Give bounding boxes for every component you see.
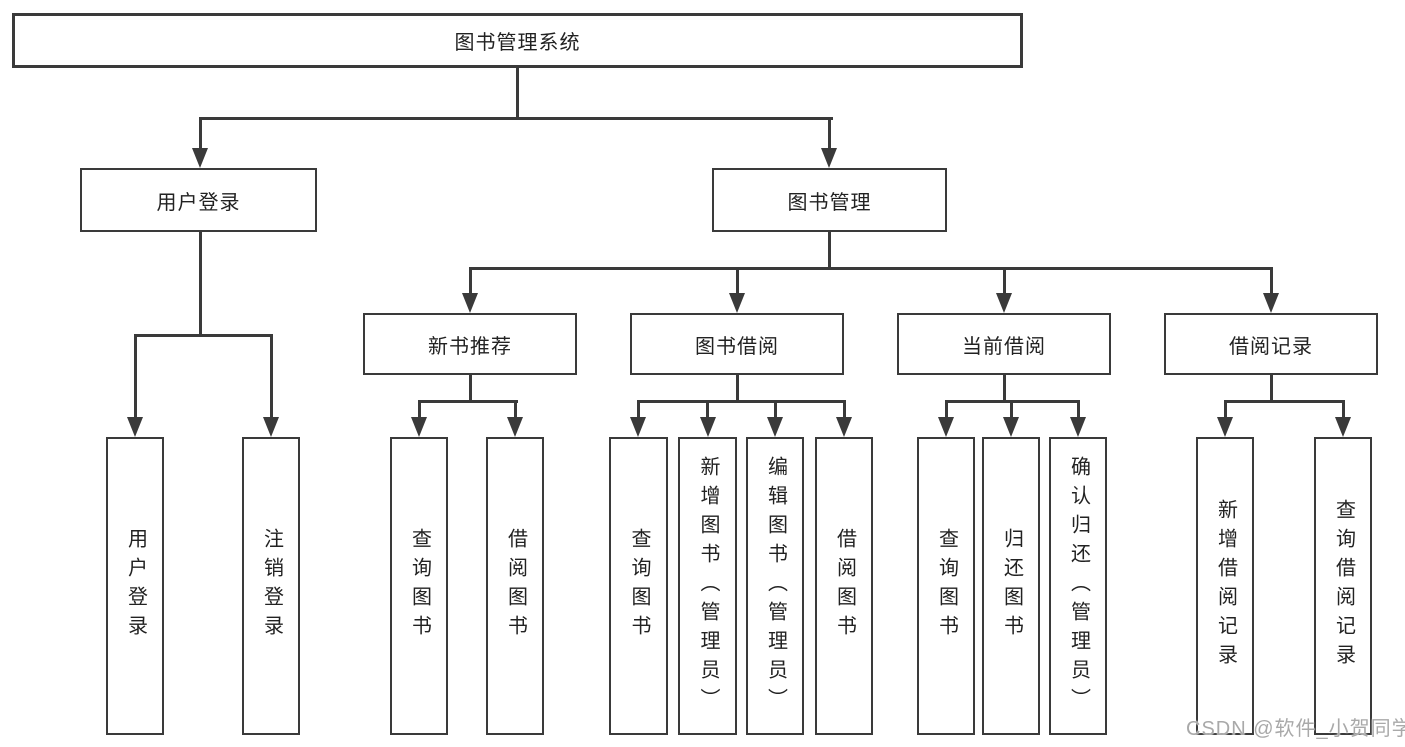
node-borrow-records: 借阅记录	[1164, 313, 1378, 375]
connector-line	[1270, 375, 1273, 403]
connector-line	[199, 117, 202, 152]
connector-line	[1342, 400, 1345, 419]
leaf-current-query-books: 查询图书	[917, 437, 975, 735]
connector-line	[637, 400, 846, 403]
leaf-add-borrow-record: 新增借阅记录	[1196, 437, 1254, 735]
leaf-edit-books-admin-label: 编辑图书（管理员）	[764, 455, 787, 717]
connector-line	[418, 400, 518, 403]
connector-line	[828, 117, 831, 152]
leaf-borrow-books-label: 借阅图书	[833, 528, 856, 644]
connector-line	[469, 267, 472, 295]
arrowhead-down-icon	[1335, 417, 1351, 437]
connector-line	[828, 232, 831, 270]
arrowhead-down-icon	[630, 417, 646, 437]
arrowhead-down-icon	[1263, 293, 1279, 313]
leaf-borrow-query-books-label: 查询图书	[628, 528, 650, 644]
connector-line	[516, 68, 519, 120]
arrowhead-down-icon	[700, 417, 716, 437]
connector-line	[199, 117, 833, 120]
connector-line	[134, 334, 273, 337]
arrowhead-down-icon	[411, 417, 427, 437]
leaf-borrow-query-books: 查询图书	[609, 437, 668, 735]
node-root: 图书管理系统	[12, 13, 1023, 68]
connector-line	[1270, 267, 1273, 295]
connector-line	[774, 400, 777, 419]
arrowhead-down-icon	[127, 417, 143, 437]
leaf-query-borrow-record: 查询借阅记录	[1314, 437, 1372, 735]
connector-line	[1077, 400, 1080, 419]
node-book-management: 图书管理	[712, 168, 947, 232]
node-book-management-label: 图书管理	[787, 191, 872, 214]
node-current-borrow-label: 当前借阅	[962, 335, 1046, 358]
arrowhead-down-icon	[729, 293, 745, 313]
arrowhead-down-icon	[996, 293, 1012, 313]
connector-line	[736, 267, 739, 295]
connector-line	[945, 400, 948, 419]
node-new-book-recommend: 新书推荐	[363, 313, 577, 375]
leaf-add-borrow-record-label: 新增借阅记录	[1214, 499, 1237, 673]
connector-line	[1003, 267, 1006, 295]
arrowhead-down-icon	[767, 417, 783, 437]
leaf-current-query-books-label: 查询图书	[935, 528, 958, 644]
connector-line	[469, 267, 1273, 270]
connector-line	[199, 232, 202, 336]
node-book-borrow-label: 图书借阅	[695, 335, 779, 358]
leaf-user-login-label: 用户登录	[124, 528, 147, 644]
connector-line	[843, 400, 846, 419]
node-new-book-recommend-label: 新书推荐	[428, 335, 512, 358]
leaf-edit-books-admin: 编辑图书（管理员）	[746, 437, 804, 735]
arrowhead-down-icon	[462, 293, 478, 313]
arrowhead-down-icon	[263, 417, 279, 437]
node-user-login-label: 用户登录	[156, 191, 241, 214]
leaf-logout: 注销登录	[242, 437, 300, 735]
connector-line	[1224, 400, 1345, 403]
arrowhead-down-icon	[1070, 417, 1086, 437]
connector-line	[736, 375, 739, 403]
leaf-return-books-label: 归还图书	[1000, 528, 1023, 644]
connector-line	[1003, 375, 1006, 403]
connector-line	[706, 400, 709, 419]
arrowhead-down-icon	[1003, 417, 1019, 437]
leaf-recommend-borrow-books: 借阅图书	[486, 437, 544, 735]
node-current-borrow: 当前借阅	[897, 313, 1111, 375]
leaf-recommend-query-books-label: 查询图书	[408, 528, 431, 644]
connector-line	[514, 400, 517, 419]
connector-line	[270, 334, 273, 419]
node-root-label: 图书管理系统	[454, 32, 581, 54]
node-book-borrow: 图书借阅	[630, 313, 844, 375]
arrowhead-down-icon	[836, 417, 852, 437]
arrowhead-down-icon	[507, 417, 523, 437]
node-borrow-records-label: 借阅记录	[1229, 335, 1313, 358]
arrowhead-down-icon	[192, 148, 208, 168]
connector-line	[418, 400, 421, 419]
leaf-confirm-return-admin-label: 确认归还（管理员）	[1067, 455, 1090, 717]
node-user-login: 用户登录	[80, 168, 317, 232]
leaf-recommend-query-books: 查询图书	[390, 437, 448, 735]
leaf-confirm-return-admin: 确认归还（管理员）	[1049, 437, 1107, 735]
leaf-borrow-books: 借阅图书	[815, 437, 873, 735]
arrowhead-down-icon	[1217, 417, 1233, 437]
connector-line	[1010, 400, 1013, 419]
leaf-recommend-borrow-books-label: 借阅图书	[504, 528, 527, 644]
leaf-user-login: 用户登录	[106, 437, 164, 735]
leaf-logout-label: 注销登录	[260, 528, 283, 644]
leaf-query-borrow-record-label: 查询借阅记录	[1332, 499, 1355, 673]
leaf-return-books: 归还图书	[982, 437, 1040, 735]
connector-line	[134, 334, 137, 419]
leaf-add-books-admin: 新增图书（管理员）	[678, 437, 737, 735]
connector-line	[1224, 400, 1227, 419]
arrowhead-down-icon	[938, 417, 954, 437]
connector-line	[469, 375, 472, 403]
csdn-watermark: CSDN @软件_小贺同学	[1186, 718, 1405, 740]
leaf-add-books-admin-label: 新增图书（管理员）	[697, 455, 719, 717]
connector-line	[637, 400, 640, 419]
arrowhead-down-icon	[821, 148, 837, 168]
